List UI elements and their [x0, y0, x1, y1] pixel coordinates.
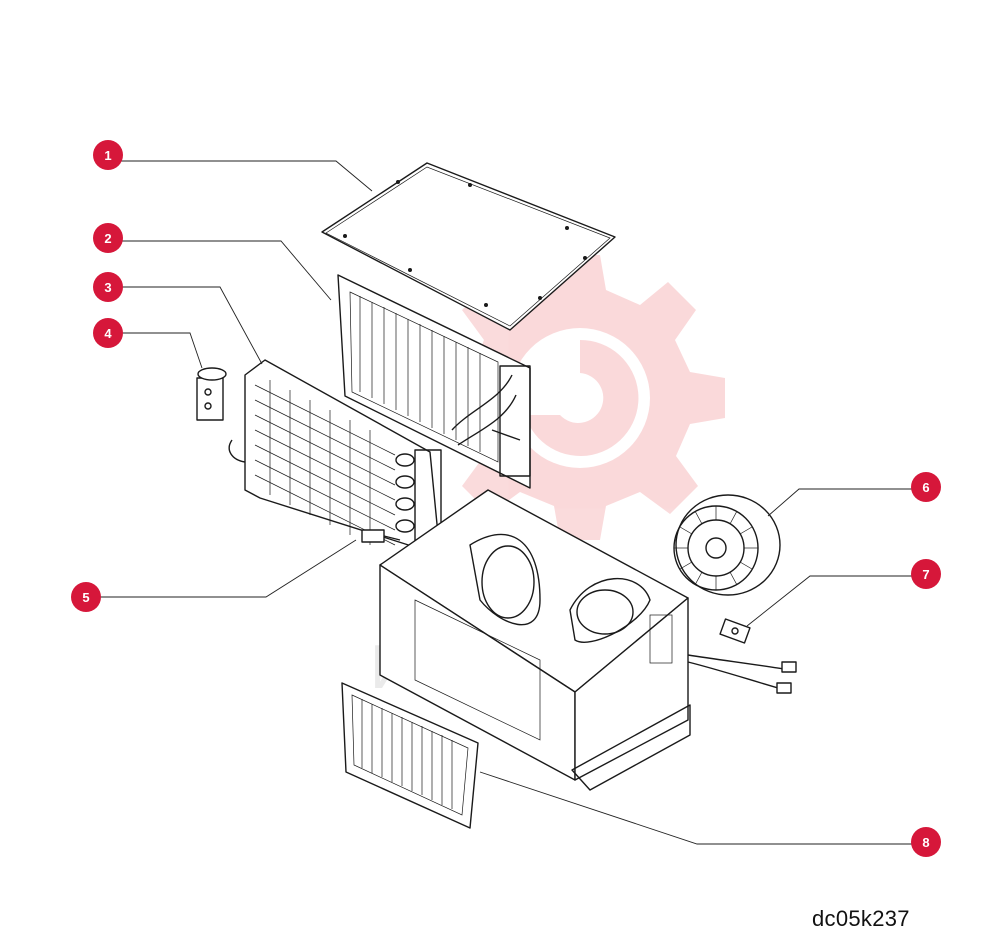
svg-text:3: 3	[104, 280, 111, 295]
blower-housing-icon	[379, 489, 691, 791]
sensor-icon	[361, 529, 401, 543]
svg-text:7: 7	[922, 567, 929, 582]
leader-line-2	[108, 240, 332, 301]
callout-7: 7	[911, 559, 941, 589]
leader-line-6	[767, 488, 926, 517]
valve-icon	[196, 367, 227, 421]
callout-4: 4	[93, 318, 123, 348]
svg-text:2: 2	[104, 231, 111, 246]
leader-line-7	[746, 575, 926, 627]
leader-lines	[86, 160, 926, 845]
svg-text:8: 8	[922, 835, 929, 850]
leader-line-1	[108, 160, 373, 192]
leader-line-4	[108, 332, 203, 369]
top-cover-plate-icon	[321, 162, 616, 331]
leader-line-5	[86, 539, 357, 598]
callout-1: 1	[93, 140, 123, 170]
drawing-code-label: dc05k237	[812, 906, 910, 931]
callout-3: 3	[93, 272, 123, 302]
svg-text:6: 6	[922, 480, 929, 495]
leader-line-8	[479, 771, 926, 845]
heater-coil-icon	[228, 359, 442, 556]
callout-2: 2	[93, 223, 123, 253]
callout-5: 5	[71, 582, 101, 612]
svg-text:4: 4	[104, 326, 112, 341]
blower-wheel-icon	[673, 494, 781, 596]
evaporator-coil-icon	[337, 274, 531, 489]
svg-text:1: 1	[104, 148, 111, 163]
callout-8: 8	[911, 827, 941, 857]
svg-text:5: 5	[82, 590, 89, 605]
switch-harness-icon	[687, 618, 797, 694]
leader-line-3	[108, 286, 263, 365]
air-filter-grille-icon	[341, 682, 479, 829]
callout-6: 6	[911, 472, 941, 502]
